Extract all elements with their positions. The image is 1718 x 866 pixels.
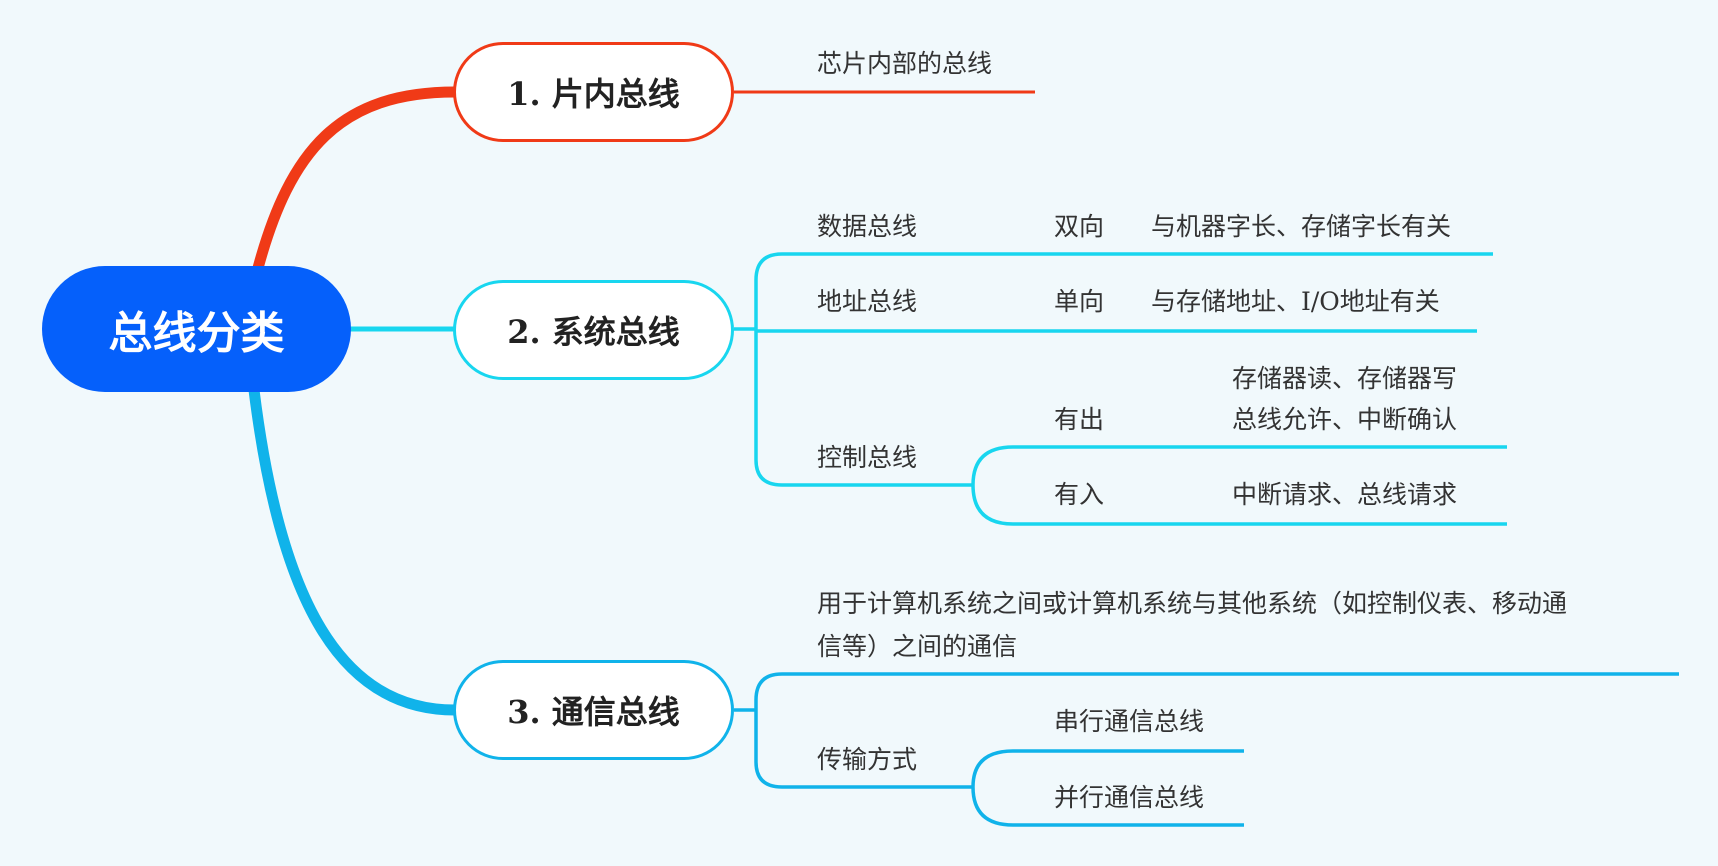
comm-bus-desc-line-2[interactable]: 信等）之间的通信 xyxy=(817,632,1018,661)
data-bus-label[interactable]: 数据总线 xyxy=(817,212,918,241)
connector-serial xyxy=(971,749,1244,788)
transfer-mode-label[interactable]: 传输方式 xyxy=(817,745,918,774)
branch-label: 2. 系统总线 xyxy=(507,313,680,351)
comm-bus-desc-line-1[interactable]: 用于计算机系统之间或计算机系统与其他系统（如控制仪表、移动通 xyxy=(817,589,1568,618)
branch-node-on-chip-bus[interactable]: 1. 片内总线 xyxy=(453,42,734,142)
connector-data-bus xyxy=(754,252,1493,329)
branch-node-system-bus[interactable]: 2. 系统总线 xyxy=(453,280,734,380)
data-bus-direction[interactable]: 双向 xyxy=(1054,212,1105,241)
connector-control-in xyxy=(971,484,1507,526)
root-node[interactable]: 总线分类 xyxy=(42,266,351,392)
address-bus-label[interactable]: 地址总线 xyxy=(817,287,918,316)
connector-transfer-mode xyxy=(754,710,973,789)
control-out-detail-1[interactable]: 存储器读、存储器写 xyxy=(1232,364,1458,393)
parallel-bus-label[interactable]: 并行通信总线 xyxy=(1054,783,1205,812)
on-chip-bus-desc[interactable]: 芯片内部的总线 xyxy=(817,49,993,78)
control-out-detail-2[interactable]: 总线允许、中断确认 xyxy=(1232,405,1458,434)
connector-comm-desc xyxy=(754,672,1679,710)
connector-root-branch1 xyxy=(252,86,456,270)
connector-control-bus xyxy=(754,329,973,487)
connector-root-branch3 xyxy=(248,389,456,716)
root-label: 总线分类 xyxy=(108,308,285,359)
address-bus-detail[interactable]: 与存储地址、I/O地址有关 xyxy=(1151,287,1440,316)
serial-bus-label[interactable]: 串行通信总线 xyxy=(1054,707,1205,736)
connector-control-out xyxy=(971,445,1507,486)
control-in-detail[interactable]: 中断请求、总线请求 xyxy=(1232,480,1458,509)
control-out-label[interactable]: 有出 xyxy=(1054,405,1105,434)
control-bus-label[interactable]: 控制总线 xyxy=(817,443,918,472)
branch-node-comm-bus[interactable]: 3. 通信总线 xyxy=(453,660,734,760)
connector-parallel xyxy=(971,786,1244,827)
branch-label: 1. 片内总线 xyxy=(507,75,680,113)
address-bus-direction[interactable]: 单向 xyxy=(1054,287,1105,316)
branch-label: 3. 通信总线 xyxy=(507,693,680,731)
data-bus-detail[interactable]: 与机器字长、存储字长有关 xyxy=(1151,212,1452,241)
control-in-label[interactable]: 有入 xyxy=(1054,480,1105,509)
